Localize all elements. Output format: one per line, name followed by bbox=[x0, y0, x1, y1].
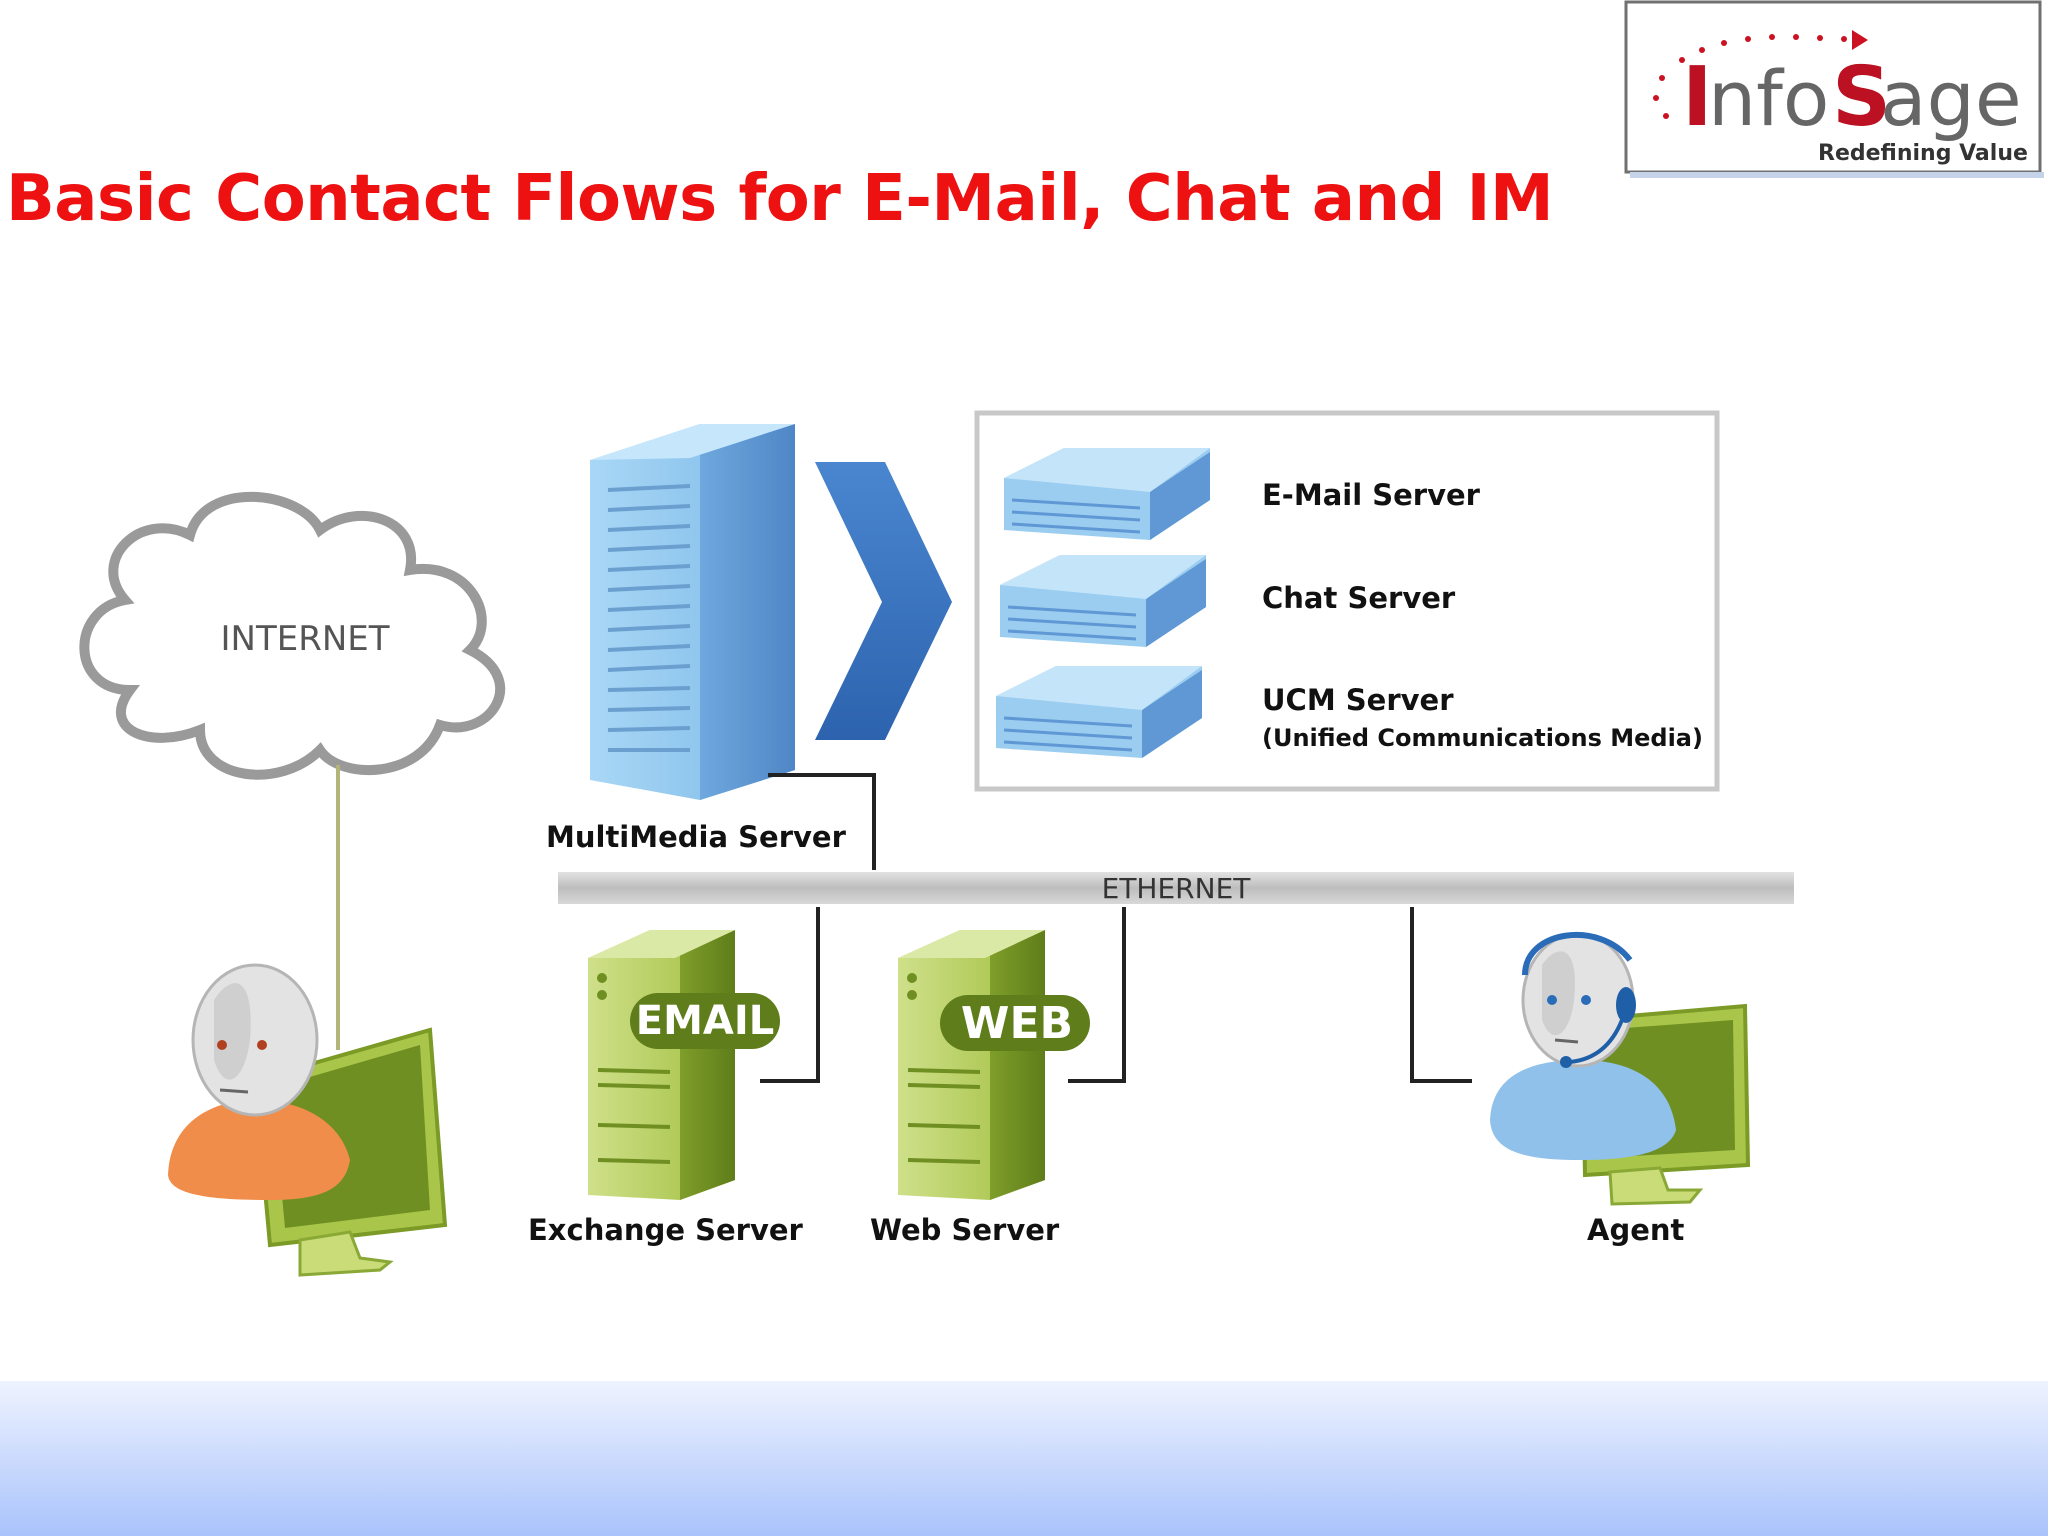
svg-text:age: age bbox=[1880, 54, 2022, 143]
multimedia-server-label: MultiMedia Server bbox=[546, 820, 846, 854]
chevron-right-icon bbox=[815, 462, 952, 740]
email-server-rack-icon bbox=[1004, 448, 1210, 540]
web-link bbox=[1068, 907, 1126, 1083]
ucm-server-subtitle: (Unified Communications Media) bbox=[1262, 724, 1703, 752]
multimedia-server-icon bbox=[590, 424, 795, 800]
exchange-link bbox=[760, 907, 820, 1083]
exchange-badge: EMAIL bbox=[636, 998, 774, 1044]
svg-text:Redefining Value: Redefining Value bbox=[1818, 141, 2028, 166]
web-badge: WEB bbox=[961, 998, 1073, 1049]
ucm-server-label: UCM Server bbox=[1262, 683, 1454, 717]
agent-label: Agent bbox=[1587, 1213, 1685, 1247]
web-server-icon bbox=[898, 930, 1090, 1200]
internet-cloud-icon bbox=[79, 491, 506, 780]
svg-text:nfo: nfo bbox=[1708, 54, 1829, 143]
chat-server-label: Chat Server bbox=[1262, 581, 1456, 615]
email-server-label: E-Mail Server bbox=[1262, 478, 1480, 512]
slide-title: Basic Contact Flows for E-Mail, Chat and… bbox=[6, 162, 1554, 236]
customer-icon bbox=[168, 963, 448, 1277]
infosage-logo: I nfo S age Redefining Value bbox=[1624, 0, 2044, 178]
exchange-server-label: Exchange Server bbox=[528, 1213, 803, 1247]
footer-band bbox=[0, 1381, 2048, 1536]
exchange-server-icon bbox=[588, 930, 780, 1200]
agent-link bbox=[1410, 907, 1472, 1083]
svg-text:I: I bbox=[1682, 50, 1713, 145]
web-server-label: Web Server bbox=[870, 1213, 1060, 1247]
internet-label: INTERNET bbox=[220, 619, 389, 659]
ethernet-label: ETHERNET bbox=[1102, 872, 1252, 905]
ethernet-bus bbox=[558, 872, 1794, 904]
svg-text:S: S bbox=[1832, 50, 1891, 145]
chat-server-rack-icon bbox=[1000, 555, 1206, 647]
agent-icon bbox=[1490, 931, 1751, 1206]
ucm-server-rack-icon bbox=[996, 666, 1202, 758]
multimedia-link bbox=[768, 773, 876, 870]
